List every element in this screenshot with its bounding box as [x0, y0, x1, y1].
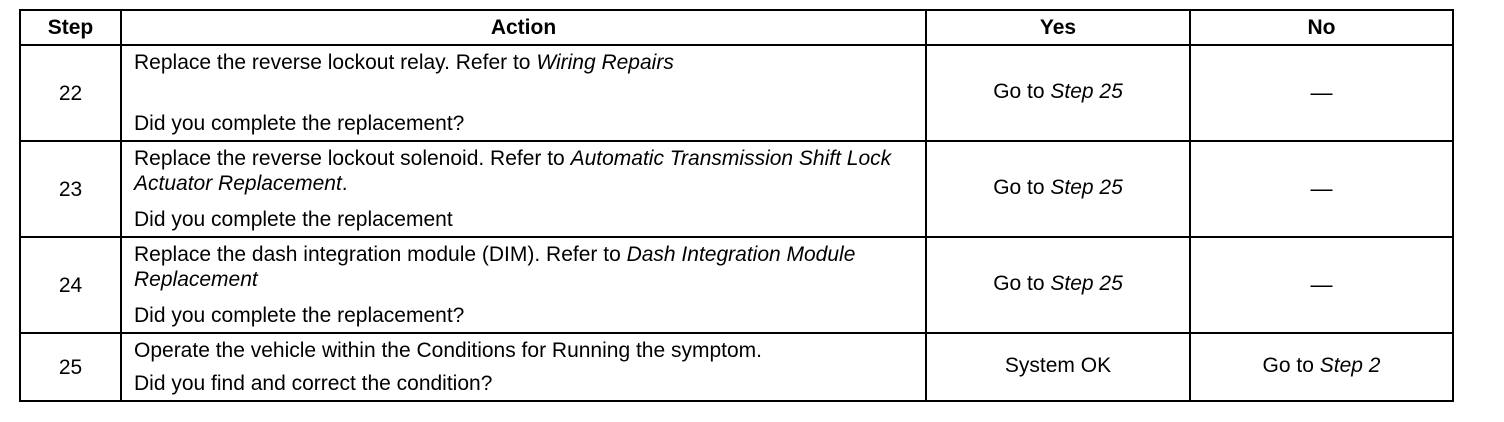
- action-cell: Replace the reverse lockout relay. Refer…: [120, 44, 927, 142]
- no-cell: —: [1189, 140, 1454, 238]
- yes-step-link[interactable]: Step 25: [1050, 271, 1123, 295]
- step-number: 24: [19, 236, 122, 334]
- action-instruction: Replace the dash integration module (DIM…: [134, 242, 913, 292]
- action-text: Replace the reverse lockout relay. Refer…: [134, 51, 537, 74]
- yes-text: Go to: [993, 271, 1051, 295]
- no-cell: Go to Step 2: [1189, 332, 1454, 402]
- action-text: Replace the dash integration module (DIM…: [134, 243, 627, 266]
- yes-cell: Go to Step 25: [925, 236, 1191, 334]
- no-cell: —: [1189, 44, 1454, 142]
- no-step-link[interactable]: Step 2: [1319, 353, 1381, 377]
- action-question: Did you find and correct the condition?: [134, 372, 493, 395]
- action-text: Operate the vehicle within the Condition…: [134, 339, 763, 362]
- yes-step-link[interactable]: Step 25: [1050, 79, 1123, 103]
- table-row: 25 Operate the vehicle within the Condit…: [19, 332, 1454, 402]
- action-reference-link[interactable]: Dash Integration Module Replacement: [134, 243, 856, 291]
- step-number: 22: [19, 44, 122, 142]
- action-question: Did you complete the replacement: [134, 208, 453, 231]
- header-row: Step Action Yes No: [19, 9, 1454, 46]
- action-instruction: Replace the reverse lockout solenoid. Re…: [134, 146, 913, 196]
- yes-text: Go to: [993, 175, 1051, 199]
- table-row: 24 Replace the dash integration module (…: [19, 236, 1454, 334]
- step-number: 23: [19, 140, 122, 238]
- yes-cell: Go to Step 25: [925, 44, 1191, 142]
- action-text: Replace the reverse lockout solenoid. Re…: [134, 147, 571, 170]
- yes-text: Go to: [993, 79, 1051, 103]
- action-instruction: Operate the vehicle within the Condition…: [134, 338, 913, 363]
- action-question: Did you complete the replacement?: [134, 304, 465, 327]
- header-yes: Yes: [925, 9, 1191, 46]
- no-dash: —: [1310, 176, 1333, 201]
- yes-text: System OK: [1004, 353, 1112, 377]
- yes-cell: System OK: [925, 332, 1191, 402]
- table-row: 23 Replace the reverse lockout solenoid.…: [19, 140, 1454, 238]
- no-dash: —: [1310, 80, 1333, 105]
- header-step: Step: [19, 9, 122, 46]
- yes-cell: Go to Step 25: [925, 140, 1191, 238]
- step-number: 25: [19, 332, 122, 402]
- no-cell: —: [1189, 236, 1454, 334]
- diagnostic-table: Step Action Yes No 22 Replace the revers…: [19, 9, 1454, 402]
- action-question: Did you complete the replacement?: [134, 112, 465, 135]
- header-no: No: [1189, 9, 1454, 46]
- action-suffix: .: [341, 172, 348, 195]
- action-reference-link[interactable]: Wiring Repairs: [536, 51, 674, 74]
- action-reference-link[interactable]: Automatic Transmission Shift Lock Actuat…: [134, 147, 892, 195]
- no-dash: —: [1310, 272, 1333, 297]
- table-row: 22 Replace the reverse lockout relay. Re…: [19, 44, 1454, 142]
- no-text: Go to: [1262, 353, 1320, 377]
- yes-step-link[interactable]: Step 25: [1050, 175, 1123, 199]
- header-action: Action: [120, 9, 927, 46]
- action-cell: Replace the dash integration module (DIM…: [120, 236, 927, 334]
- action-instruction: Replace the reverse lockout relay. Refer…: [134, 50, 913, 75]
- action-cell: Operate the vehicle within the Condition…: [120, 332, 927, 402]
- action-cell: Replace the reverse lockout solenoid. Re…: [120, 140, 927, 238]
